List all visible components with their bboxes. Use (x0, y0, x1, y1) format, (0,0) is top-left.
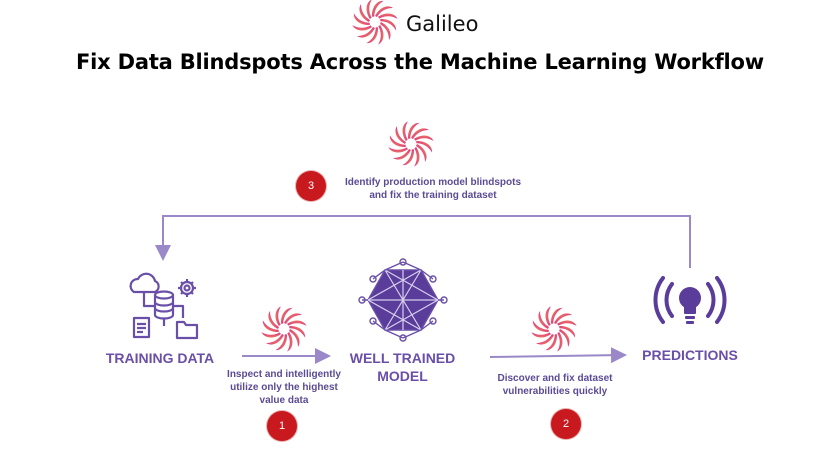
step-2-text-line: vulnerabilities quickly (502, 386, 608, 397)
step-2-text-line: Discover and fix dataset (497, 373, 613, 384)
step-3-text: Identify production model blindspots and… (333, 176, 533, 202)
step-1-text: Inspect and intelligently utilize only t… (220, 368, 348, 407)
step-3-text-line: and fix the training dataset (369, 190, 497, 201)
model-label: WELL TRAINED MODEL (340, 349, 465, 385)
step-1-text-line: value data (259, 395, 309, 406)
step-1-text-line: utilize only the highest (230, 382, 338, 393)
step-3-badge: 3 (296, 171, 326, 201)
step-1-badge: 1 (267, 411, 297, 441)
arrow-model-to-predictions (489, 347, 627, 364)
predictions-label: PREDICTIONS (642, 347, 738, 363)
brand-name: Galileo (406, 12, 479, 36)
page-title: Fix Data Blindspots Across the Machine L… (76, 50, 764, 74)
step-3-text-line: Identify production model blindspots (344, 177, 522, 188)
step-1-text-line: Inspect and intelligently (227, 369, 341, 380)
feedback-loop-arrow (155, 215, 691, 268)
training-data-label: TRAINING DATA (105, 350, 215, 366)
step-2-badge: 2 (551, 409, 581, 439)
model-label-line2: MODEL (377, 368, 428, 384)
step-2-text: Discover and fix dataset vulnerabilities… (490, 372, 620, 398)
model-label-line1: WELL TRAINED (349, 350, 456, 366)
